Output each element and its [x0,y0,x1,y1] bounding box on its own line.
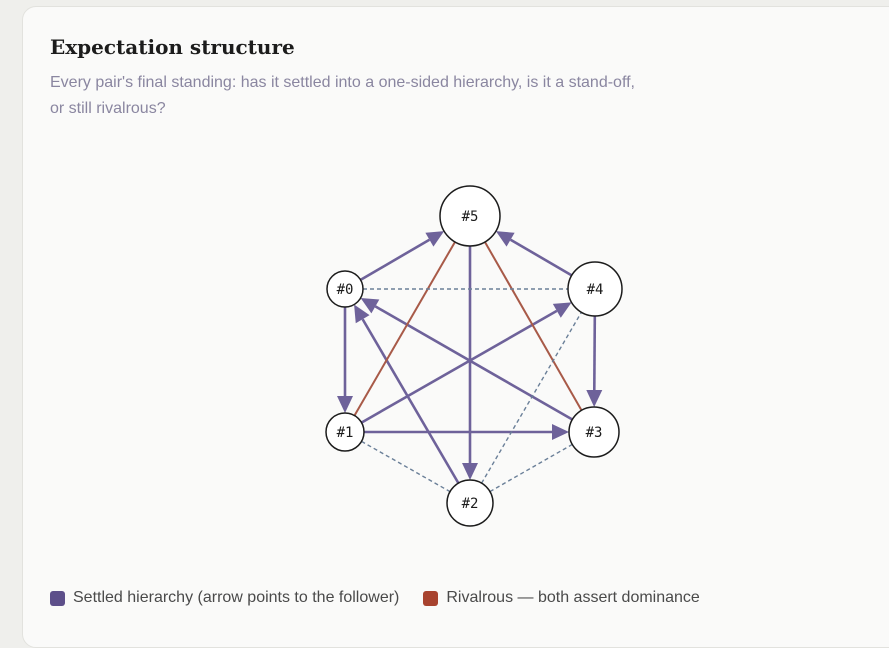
edge-hierarchy-5-2 [462,246,478,480]
legend-label-rivalrous: Rivalrous — both assert dominance [446,589,700,606]
arrowhead [552,302,572,318]
arrowhead [337,396,353,413]
legend: Settled hierarchy (arrow points to the f… [50,589,700,607]
edge-hierarchy-1-3 [364,424,569,440]
edge-hierarchy-1-4 [360,302,572,424]
node-label: #2 [462,496,479,512]
edge-hierarchy-0-5 [359,231,445,282]
node-3: #3 [568,406,620,458]
edges-layer [337,231,603,493]
node-label: #5 [462,209,479,225]
edge-hierarchy-4-3 [586,315,603,408]
node-1: #1 [325,412,365,452]
arrowhead [360,297,380,314]
edge-hierarchy-0-1 [337,307,353,413]
card-subtitle: Every pair's final standing: has it sett… [50,74,635,117]
edge-hierarchy-3-0 [360,297,573,421]
edge-rivalrous-3-5 [484,241,583,411]
card-title: Expectation structure [50,35,295,59]
edge-standoff-1-2 [361,440,451,493]
expectation-structure-card [22,6,889,648]
expectation-graph: #0 #1 #2 #3 #4 #5 [325,185,623,527]
arrowhead [425,231,445,247]
node-4: #4 [567,261,623,317]
legend-label-hierarchy: Settled hierarchy (arrow points to the f… [73,589,400,606]
arrowhead [552,424,569,440]
edge-hierarchy-2-0 [354,304,460,484]
node-label: #1 [337,425,354,441]
nodes-layer: #0 #1 #2 #3 #4 #5 [325,185,623,527]
hierarchy-swatch [50,590,65,606]
node-label: #3 [586,425,603,441]
arrowhead [495,231,515,247]
rivalrous-swatch [423,590,439,606]
arrowhead [354,304,370,324]
edge-standoff-2-3 [489,443,573,493]
edge-standoff-2-4 [480,311,582,484]
legend-item-hierarchy: Settled hierarchy (arrow points to the f… [50,589,399,607]
node-2: #2 [446,479,494,527]
node-5: #5 [439,185,501,247]
edge-rivalrous-1-5 [353,241,456,417]
node-label: #4 [587,282,604,298]
arrowhead [586,389,603,408]
edge-hierarchy-4-5 [495,231,573,277]
legend-item-rivalrous: Rivalrous — both assert dominance [423,589,700,607]
node-0: #0 [326,270,364,308]
arrowhead [462,463,478,480]
node-label: #0 [337,282,354,298]
